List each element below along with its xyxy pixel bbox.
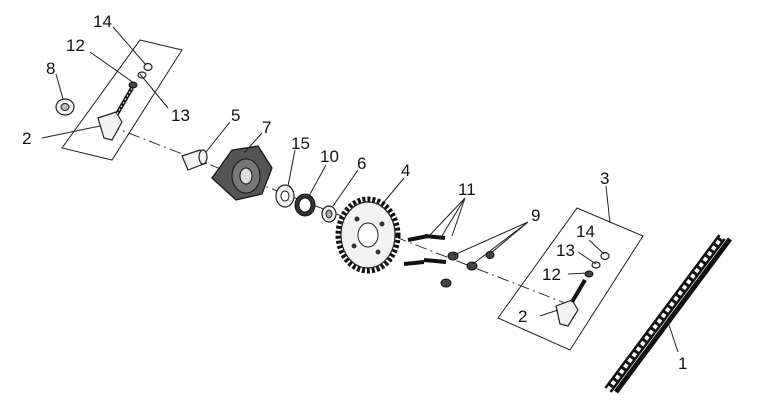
- callout-13-left: 13: [171, 106, 190, 125]
- callout-14-left: 14: [93, 12, 112, 31]
- callout-6: 6: [357, 154, 366, 173]
- part-5-collar: [181, 149, 208, 171]
- part-4-sprocket: [335, 196, 401, 274]
- callout-9: 9: [531, 206, 540, 225]
- part-10-seal: [294, 193, 316, 217]
- left-group-box: [61, 39, 183, 161]
- part-1-chain: [604, 234, 733, 394]
- part-6-spacer: [321, 205, 337, 223]
- callout-5: 5: [231, 106, 240, 125]
- callout-11: 11: [458, 180, 476, 199]
- part-2-right-adjuster: [555, 278, 587, 327]
- part-8-nut: [55, 98, 75, 116]
- callout-10: 10: [320, 147, 339, 166]
- callout-2-right: 2: [518, 307, 527, 326]
- callout-12-left: 12: [66, 36, 85, 55]
- callout-labels: 14 12 8 13 2 5 7 15 10 6 4 11 9 3 14 13 …: [22, 12, 687, 373]
- callout-8: 8: [46, 59, 55, 78]
- callout-14-right: 14: [576, 222, 595, 241]
- callout-1: 1: [678, 354, 687, 373]
- part-9-nuts: [440, 251, 495, 288]
- callout-2-left: 2: [22, 129, 31, 148]
- right-group-box: [497, 207, 644, 351]
- callout-3: 3: [600, 169, 609, 188]
- callout-7: 7: [262, 118, 271, 137]
- axis-line: [107, 124, 571, 306]
- part-12-13-14-left: [128, 62, 153, 89]
- callout-15: 15: [291, 134, 310, 153]
- callout-13-right: 13: [556, 241, 575, 260]
- part-15-bearing: [275, 184, 295, 208]
- part-7-hub: [211, 145, 273, 201]
- part-2-left-adjuster: [97, 87, 134, 141]
- callout-12-right: 12: [542, 265, 561, 284]
- part-11-studs: [403, 234, 447, 266]
- leader-lines: [41, 26, 679, 353]
- callout-4: 4: [401, 161, 410, 180]
- part-12-13-14-right: [584, 251, 610, 278]
